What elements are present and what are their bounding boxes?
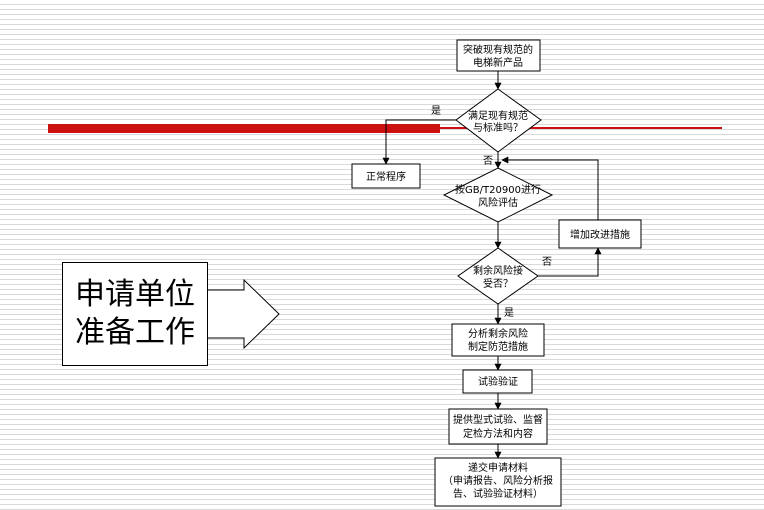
edge-label-d2-no: 否 — [542, 256, 552, 268]
edge-label-d1-yes: 是 — [431, 105, 441, 117]
node-start-text-1: 突破现有规范的 — [463, 43, 533, 56]
node-add-measures-text: 增加改进措施 — [570, 228, 630, 241]
node-submit — [434, 457, 562, 507]
node-provide — [448, 408, 548, 445]
node-decision1 — [455, 88, 542, 153]
node-assess-text-1: 按GB/T20900进行 — [455, 183, 541, 196]
edge-label-d2-yes: 是 — [504, 307, 514, 319]
node-analyze-text-1: 分析剩余风险 — [468, 327, 528, 340]
callout-box: 申请单位 准备工作 — [62, 262, 208, 366]
node-decision2 — [457, 247, 539, 305]
edge-d2-add — [538, 247, 602, 277]
red-divider-line — [440, 127, 722, 129]
edge-label-d1-no: 否 — [483, 155, 493, 167]
node-decision1-text-1: 满足现有规范 — [468, 109, 528, 122]
node-submit-text-3: 告、试验验证材料） — [453, 487, 543, 500]
node-start — [456, 39, 541, 72]
node-decision2-text-2: 受否？ — [483, 278, 513, 290]
node-assess-text-2: 风险评估 — [478, 196, 518, 209]
node-analyze — [451, 323, 545, 357]
node-provide-text-1: 提供型式试验、监督 — [453, 413, 543, 426]
node-normal — [351, 163, 421, 189]
red-divider-bar — [48, 124, 440, 133]
edge-d1-normal — [382, 119, 456, 165]
callout-line-1: 申请单位 — [75, 277, 195, 312]
node-add-measures — [558, 219, 642, 249]
edge-add-loop — [501, 156, 599, 220]
node-normal-text: 正常程序 — [366, 170, 406, 183]
node-submit-text-2: （申请报告、风险分析报 — [443, 474, 553, 487]
node-submit-text-1: 递交申请材料 — [468, 461, 528, 474]
node-analyze-text-2: 制定防范措施 — [468, 340, 528, 353]
node-decision2-text-1: 剩余风险接 — [473, 264, 523, 277]
node-provide-text-2: 定检方法和内容 — [463, 427, 533, 440]
callout-arrow-icon — [206, 278, 280, 350]
node-assess — [442, 167, 554, 223]
node-start-text-2: 电梯新产品 — [473, 56, 523, 69]
callout-line-2: 准备工作 — [75, 315, 195, 350]
node-test-text: 试验验证 — [478, 375, 518, 388]
node-decision1-text-2: 与标准吗？ — [473, 122, 523, 134]
node-test — [462, 369, 533, 394]
